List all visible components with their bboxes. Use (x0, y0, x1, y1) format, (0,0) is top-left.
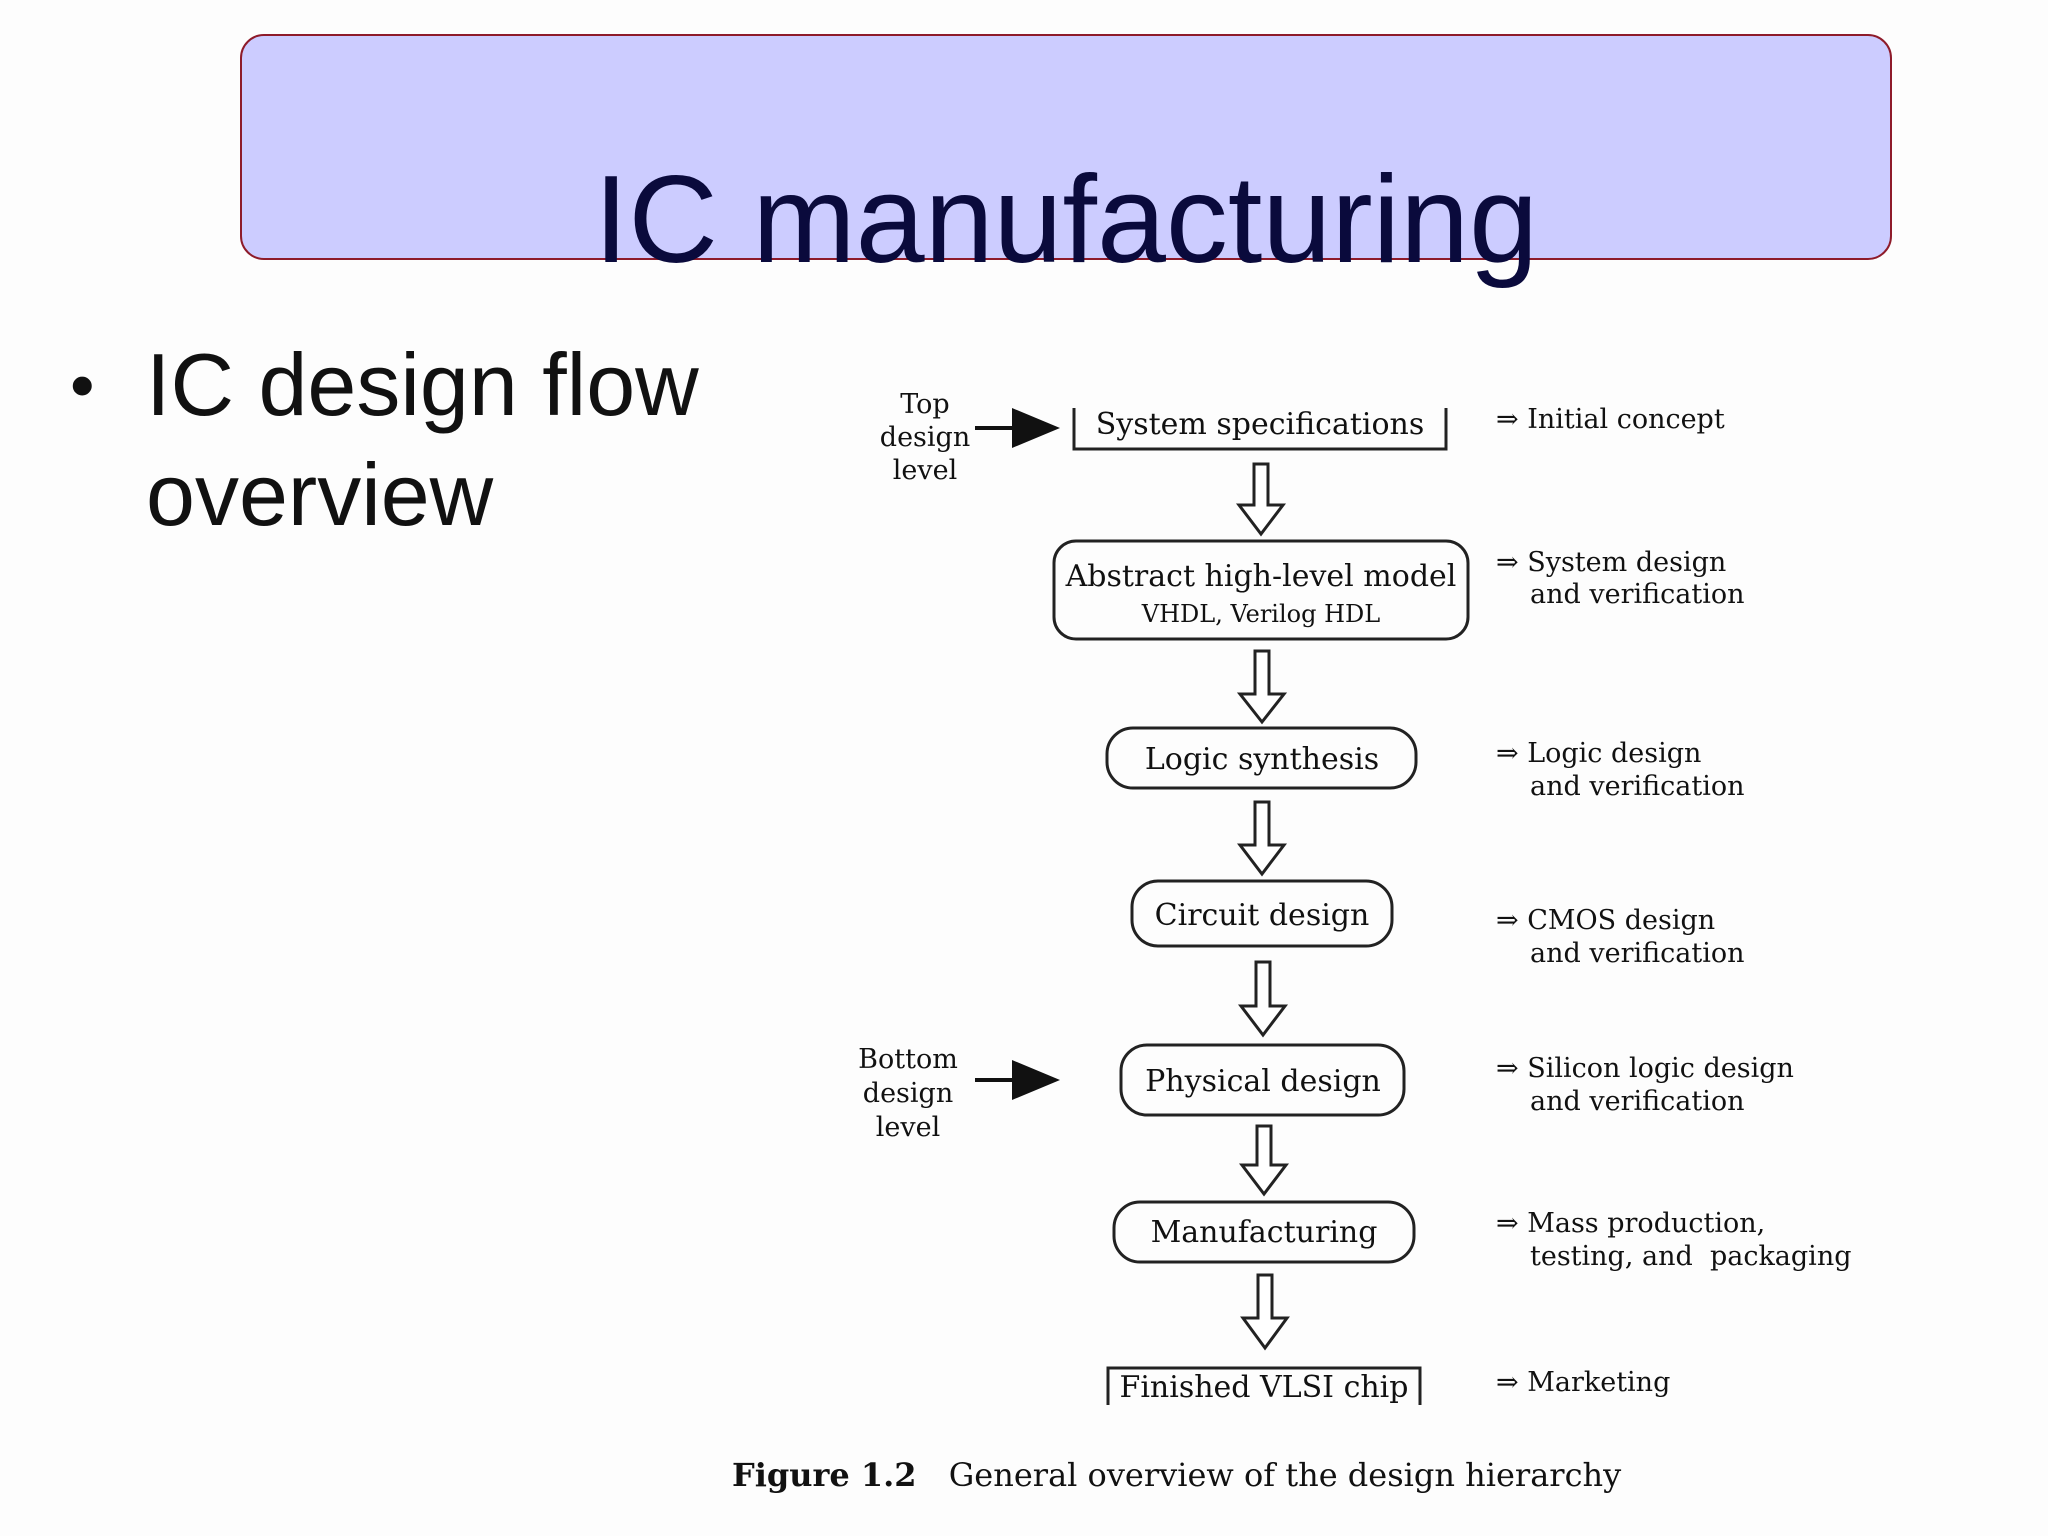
step-physical-design: Physical design (1119, 1043, 1406, 1117)
step-system-specifications: System specifications (1072, 407, 1448, 451)
title-banner: IC manufacturing (240, 34, 1892, 282)
label-line: level (876, 1112, 940, 1143)
flow-arrow (1235, 462, 1287, 537)
note-line: ⇒ Mass production, (1496, 1208, 1765, 1239)
bottom-design-level-label: Bottom design level (858, 1044, 1060, 1143)
note-line: ⇒ Logic design (1496, 738, 1701, 769)
step-manufacturing: Manufacturing (1112, 1200, 1416, 1264)
note-line: ⇒ CMOS design (1496, 905, 1715, 936)
step-title: Finished VLSI chip (1120, 1370, 1409, 1405)
note-line: and verification (1530, 579, 1744, 610)
step-title: Abstract high-level model (1065, 559, 1457, 594)
figure-caption: Figure 1.2 General overview of the desig… (732, 1456, 1621, 1494)
flow-arrow (1236, 800, 1288, 877)
step-title: Circuit design (1155, 898, 1370, 933)
step-finished-chip: Finished VLSI chip (1106, 1366, 1422, 1405)
flow-arrow (1237, 960, 1289, 1038)
top-design-level-label: Top design level (880, 389, 1060, 486)
bullet-marker: • (70, 346, 95, 424)
note-line: ⇒ Initial concept (1496, 404, 1725, 435)
step-abstract-model: Abstract high-level model VHDL, Verilog … (1052, 539, 1470, 641)
flow-arrow (1236, 649, 1288, 725)
step-title: Manufacturing (1151, 1215, 1378, 1250)
label-line: Bottom (858, 1044, 958, 1075)
step-note: ⇒ Silicon logic design and verification (1496, 1053, 1794, 1117)
step-title: Logic synthesis (1145, 742, 1379, 777)
step-subtitle: VHDL, Verilog HDL (1141, 600, 1380, 628)
step-note: ⇒ Marketing (1496, 1367, 1670, 1398)
note-line: and verification (1530, 771, 1744, 802)
note-line: and verification (1530, 938, 1744, 969)
step-circuit-design: Circuit design (1130, 879, 1394, 948)
flow-arrow (1240, 1273, 1290, 1351)
flow-arrow (1238, 1124, 1290, 1197)
slide-title: IC manufacturing (593, 151, 1539, 289)
step-title: Physical design (1145, 1064, 1381, 1099)
label-line: Top (900, 389, 949, 420)
label-line: design (880, 422, 970, 453)
note-line: ⇒ Marketing (1496, 1367, 1670, 1398)
label-line: level (893, 455, 957, 486)
step-logic-synthesis: Logic synthesis (1105, 726, 1418, 790)
step-note: ⇒ Logic design and verification (1496, 738, 1744, 802)
note-line: and verification (1530, 1086, 1744, 1117)
note-line: ⇒ Silicon logic design (1496, 1053, 1794, 1084)
figure-caption-text: General overview of the design hierarchy (949, 1456, 1621, 1494)
figure-caption-label: Figure 1.2 (732, 1456, 917, 1494)
step-title: System specifications (1096, 407, 1425, 442)
step-note: ⇒ Mass production, testing, and packagin… (1496, 1208, 1852, 1272)
step-note: ⇒ System design and verification (1496, 547, 1744, 610)
bullet-text: IC design flow overview (146, 335, 699, 544)
step-note: ⇒ Initial concept (1496, 404, 1725, 435)
label-line: design (863, 1078, 953, 1109)
note-line: testing, and packaging (1530, 1241, 1852, 1272)
step-note: ⇒ CMOS design and verification (1496, 905, 1744, 969)
note-line: ⇒ System design (1496, 547, 1726, 578)
